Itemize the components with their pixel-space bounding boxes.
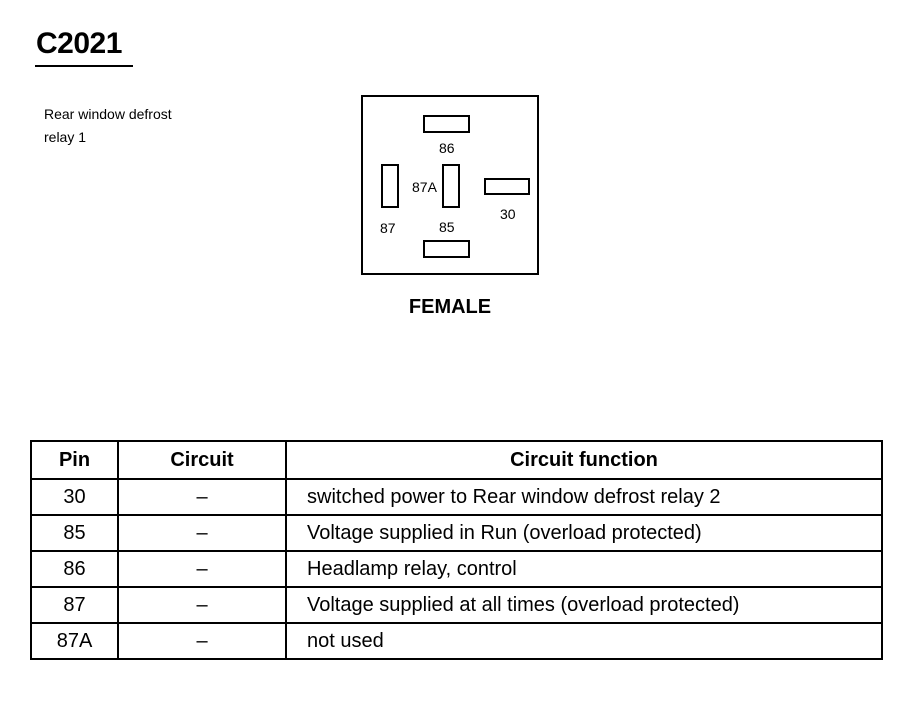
terminal-85 [423,240,470,258]
cell-circuit: – [117,586,287,624]
connector-id-underline [35,65,133,67]
table-row: 87 – Voltage supplied at all times (over… [30,586,883,624]
pin-label-30: 30 [500,206,516,222]
table-row: 86 – Headlamp relay, control [30,550,883,588]
header-circuit: Circuit [117,440,287,480]
pin-label-87: 87 [380,220,396,236]
table-header-row: Pin Circuit Circuit function [30,440,883,480]
cell-pin: 86 [30,550,119,588]
cell-pin: 87A [30,622,119,660]
connector-face: 86 87 87A 30 85 [361,95,539,275]
cell-function: Voltage supplied at all times (overload … [285,586,883,624]
cell-circuit: – [117,550,287,588]
header-pin: Pin [30,440,119,480]
table-row: 87A – not used [30,622,883,660]
cell-function: switched power to Rear window defrost re… [285,478,883,516]
terminal-86 [423,115,470,133]
header-function: Circuit function [285,440,883,480]
connector-description-line1: Rear window defrost [44,106,172,122]
terminal-30 [484,178,530,195]
cell-circuit: – [117,622,287,660]
cell-function: Headlamp relay, control [285,550,883,588]
pin-label-85: 85 [439,219,455,235]
connector-description-line2: relay 1 [44,129,87,145]
terminal-87 [381,164,399,208]
cell-pin: 85 [30,514,119,552]
pin-label-87A: 87A [412,179,437,195]
cell-function: Voltage supplied in Run (overload protec… [285,514,883,552]
cell-circuit: – [117,478,287,516]
pin-label-86: 86 [439,140,455,156]
terminal-87A [442,164,460,208]
table-row: 85 – Voltage supplied in Run (overload p… [30,514,883,552]
connector-gender: FEMALE [408,296,492,318]
cell-circuit: – [117,514,287,552]
connector-id: C2021 [36,27,122,60]
cell-pin: 30 [30,478,119,516]
cell-pin: 87 [30,586,119,624]
pin-table: Pin Circuit Circuit function 30 – switch… [30,440,883,660]
cell-function: not used [285,622,883,660]
table-row: 30 – switched power to Rear window defro… [30,478,883,516]
